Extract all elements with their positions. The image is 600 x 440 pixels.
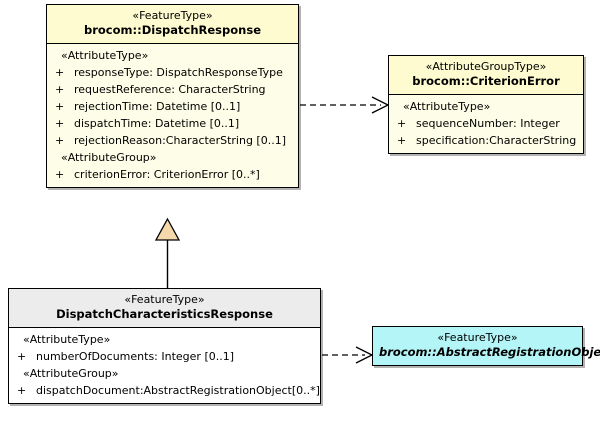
dependency-abstract-registration[interactable] (322, 346, 374, 364)
attribute-label: criterionError: CriterionError [0..*] (74, 168, 260, 181)
attribute-row[interactable]: + responseType: DispatchResponseType (52, 64, 293, 81)
attribute-row[interactable]: + criterionError: CriterionError [0..*] (52, 166, 293, 183)
class-name: brocom::AbstractRegistrationObject (379, 345, 600, 359)
dependency-abstract-registration-arrowhead (355, 346, 374, 364)
attribute-label: sequenceNumber: Integer (416, 117, 560, 130)
class-stereotype: «FeatureType» (124, 293, 205, 306)
attribute-label: numberOfDocuments: Integer [0..1] (36, 350, 235, 363)
class-stereotype: «AttributeGroupType» (425, 60, 547, 73)
attribute-group-label: «AttributeGroup» (23, 367, 119, 380)
class-header-dispatch-characteristics-response: «FeatureType» DispatchCharacteristicsRes… (9, 289, 320, 328)
attribute-group-label: «AttributeGroup» (61, 151, 157, 164)
class-stereotype: «FeatureType» (132, 9, 213, 22)
attribute-row[interactable]: + dispatchTime: Datetime [0..1] (52, 115, 293, 132)
attribute-label: dispatchTime: Datetime [0..1] (74, 117, 240, 130)
attribute-group-label: «AttributeType» (23, 333, 111, 346)
attribute-row[interactable]: + specification:CharacterString (394, 132, 578, 149)
class-stereotype: «FeatureType» (437, 331, 518, 344)
class-body-criterion-error: «AttributeType» + sequenceNumber: Integer… (389, 95, 583, 153)
attribute-visibility: + (17, 350, 27, 363)
class-box-dispatch-characteristics-response[interactable]: «FeatureType» DispatchCharacteristicsRes… (8, 288, 321, 404)
attribute-visibility: + (17, 384, 27, 397)
attribute-group-label: «AttributeType» (61, 49, 149, 62)
attribute-label: dispatchDocument:AbstractRegistrationObj… (36, 384, 320, 397)
attribute-row[interactable]: + dispatchDocument:AbstractRegistrationOb… (14, 382, 320, 399)
attribute-row[interactable]: + requestReference: CharacterString (52, 81, 293, 98)
class-name: DispatchCharacteristicsResponse (56, 307, 273, 321)
class-body-dispatch-response: «AttributeType» + responseType: DispatchR… (47, 44, 298, 187)
class-name: brocom::CriterionError (412, 74, 560, 88)
attribute-visibility: + (55, 117, 65, 130)
generalization-dispatch-triangle (154, 217, 181, 241)
attribute-visibility: + (55, 100, 65, 113)
class-box-abstract-registration-object[interactable]: «FeatureType» brocom::AbstractRegistrati… (372, 326, 600, 366)
attribute-label: requestReference: CharacterString (74, 83, 266, 96)
attribute-visibility: + (55, 168, 65, 181)
attribute-visibility: + (55, 83, 65, 96)
attribute-row[interactable]: + rejectionReason:CharacterString [0..1] (52, 132, 293, 149)
class-box-criterion-error[interactable]: «AttributeGroupType» brocom::CriterionEr… (388, 55, 584, 154)
dependency-criterion-error[interactable] (300, 96, 390, 114)
attribute-group-label: «AttributeType» (403, 100, 491, 113)
attribute-visibility: + (55, 134, 65, 147)
attribute-label: specification:CharacterString (416, 134, 577, 147)
generalization-dispatch[interactable] (154, 217, 181, 288)
attribute-row[interactable]: + rejectionTime: Datetime [0..1] (52, 98, 293, 115)
attribute-visibility: + (55, 66, 65, 79)
attribute-visibility: + (397, 134, 407, 147)
attribute-label: rejectionReason:CharacterString [0..1] (74, 134, 286, 147)
class-header-criterion-error: «AttributeGroupType» brocom::CriterionEr… (389, 56, 583, 95)
class-header-dispatch-response: «FeatureType» brocom::DispatchResponse (47, 5, 298, 44)
attribute-row[interactable]: + numberOfDocuments: Integer [0..1] (14, 348, 315, 365)
attribute-row[interactable]: + sequenceNumber: Integer (394, 115, 578, 132)
class-header-abstract-registration-object: «FeatureType» brocom::AbstractRegistrati… (373, 327, 600, 365)
class-box-dispatch-response[interactable]: «FeatureType» brocom::DispatchResponse «… (46, 4, 299, 188)
dependency-criterion-error-arrowhead (371, 96, 390, 114)
class-name: brocom::DispatchResponse (84, 23, 261, 37)
attribute-visibility: + (397, 117, 407, 130)
attribute-label: responseType: DispatchResponseType (74, 66, 283, 79)
class-body-dispatch-characteristics-response: «AttributeType» + numberOfDocuments: Inte… (9, 328, 320, 403)
attribute-label: rejectionTime: Datetime [0..1] (74, 100, 241, 113)
